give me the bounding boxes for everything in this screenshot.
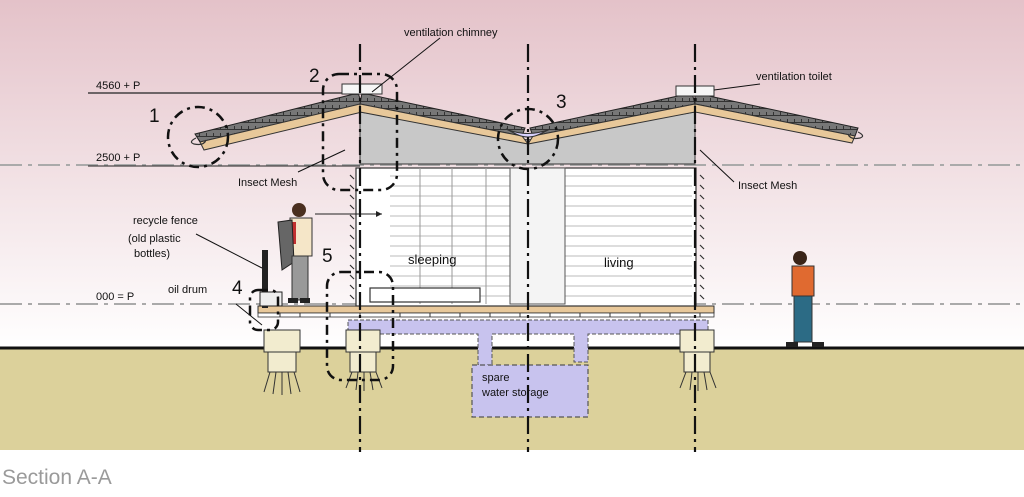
section-caption: Section A-A (2, 466, 112, 489)
ventilation-chimney-label: ventilation chimney (404, 27, 498, 39)
roof (190, 83, 864, 165)
recycle-fence-label-2: (old plastic (128, 233, 181, 245)
foundations (263, 329, 717, 395)
detail-box-4 (248, 288, 280, 332)
detail-circle-3 (496, 107, 560, 171)
room-living-label: living (604, 255, 634, 270)
oil-drum-label: oil drum (168, 284, 207, 296)
detail-circle-1 (166, 105, 230, 169)
grid-axes (358, 44, 697, 452)
recycle-fence-label-3: bottles) (134, 248, 170, 260)
detail-number-2: 2 (309, 66, 320, 87)
person-on-deck (277, 203, 313, 303)
detail-number-4: 4 (232, 278, 243, 299)
level-floor-label: 000 = P (96, 291, 134, 303)
detail-number-1: 1 (149, 106, 160, 127)
ventilation-toilet-label: ventilation toilet (756, 71, 832, 83)
insect-mesh-left-label: Insect Mesh (238, 177, 297, 189)
bed (369, 287, 481, 303)
level-mid-label: 2500 + P (96, 152, 140, 164)
recycle-fence-label-1: recycle fence (133, 215, 198, 227)
oil-drum (259, 291, 283, 307)
spare-water-label-2: water storage (481, 387, 549, 399)
house-body (315, 167, 705, 307)
room-sleeping-label: sleeping (408, 252, 456, 267)
detail-box-2 (321, 72, 399, 192)
detail-box-5 (325, 270, 395, 382)
detail-number-3: 3 (556, 92, 567, 113)
detail-number-5: 5 (322, 246, 333, 267)
leader-lines (195, 37, 761, 326)
water-storage-tank (471, 364, 589, 418)
ventilation-chimney-cap (341, 83, 383, 95)
level-top-label: 4560 + P (96, 80, 140, 92)
person-on-ground (786, 251, 824, 347)
detail-callouts (166, 72, 560, 382)
insect-mesh-right-label: Insect Mesh (738, 180, 797, 192)
recycle-fence (259, 250, 283, 308)
floor-deck (257, 305, 715, 318)
spare-water-label-1: spare (482, 372, 510, 384)
